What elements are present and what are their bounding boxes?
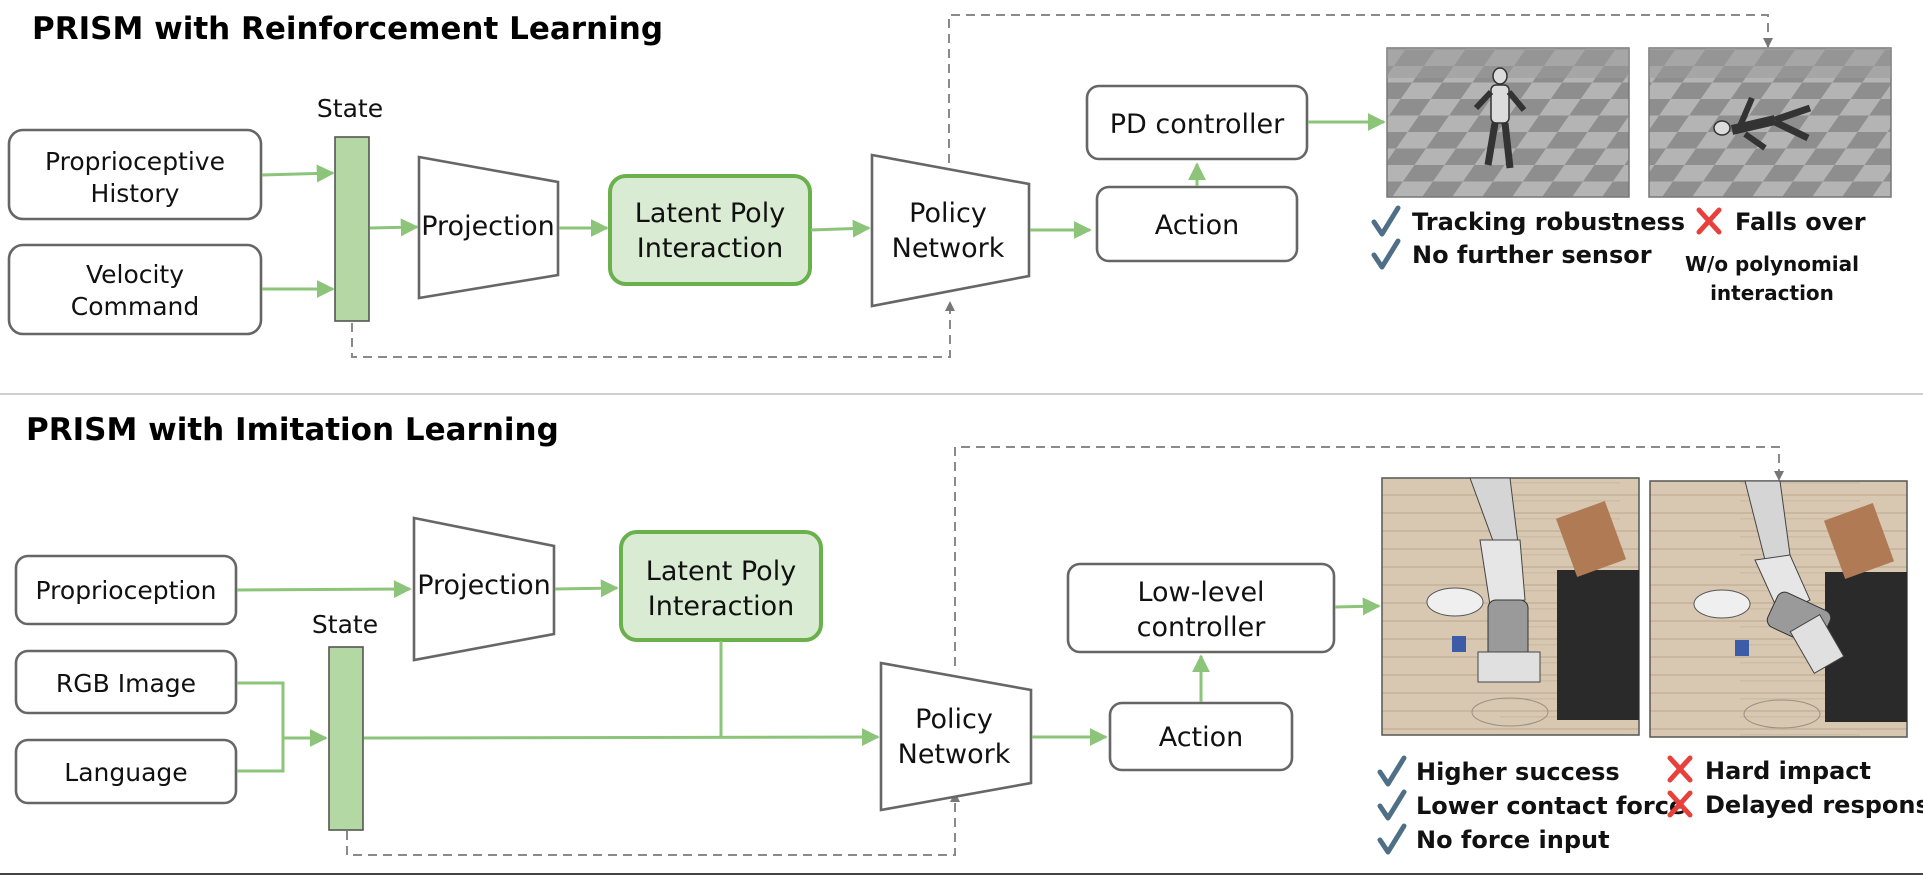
il-arrow-controller-sim (1334, 597, 1381, 616)
il-pro-3-text: No force input (1416, 826, 1610, 854)
rl-latent-poly-interaction (608, 174, 812, 286)
il-input-2: RGB Image (56, 669, 196, 698)
rl-pro-2: No further sensor (1371, 238, 1652, 270)
il-input-1: Proprioception (36, 576, 217, 605)
il-dashed-feedback-top (954, 446, 1784, 666)
check-icon (1377, 755, 1407, 787)
il-policy-network-block (879, 661, 1033, 812)
rl-input-proprioceptive-history (7, 128, 263, 221)
il-con-1-text: Hard impact (1705, 757, 1871, 785)
rl-arrow-poly-policy (810, 219, 871, 238)
rl-input-2-line2: Command (71, 292, 200, 321)
il-pro-2: Lower contact force (1377, 789, 1685, 821)
il-low-level-controller (1066, 562, 1336, 654)
rl-title: PRISM with Reinforcement Learning (32, 11, 663, 47)
il-arrow-projection-poly (554, 579, 619, 598)
il-input-proprioception (14, 554, 238, 626)
rl-policy-line2: Network (892, 233, 1005, 264)
il-state-bar (328, 646, 364, 831)
check-icon (1371, 238, 1401, 270)
il-con-1: Hard impact (1667, 755, 1871, 785)
il-input-language (14, 738, 238, 805)
humanoid-sim-image-success (1386, 47, 1630, 198)
rl-action-label: Action (1155, 210, 1240, 241)
rl-dashed-feedback-top (948, 14, 1773, 163)
il-pro-3: No force input (1377, 823, 1610, 855)
il-projection-block (412, 516, 556, 662)
il-action-box (1108, 701, 1294, 772)
rl-pd-controller-label: PD controller (1110, 109, 1285, 140)
cross-icon (1696, 207, 1722, 235)
check-icon (1371, 205, 1401, 237)
cross-icon (1667, 755, 1693, 783)
il-poly-line1: Latent Poly (646, 556, 796, 587)
il-policy-line2: Network (898, 739, 1011, 770)
il-dashed-feedback-bottom (346, 792, 960, 856)
il-arrow-state-policy (363, 728, 880, 747)
il-pro-2-text: Lower contact force (1416, 792, 1685, 820)
il-state-label: State (312, 610, 378, 639)
rl-pro-1-text: Tracking robustness (1412, 208, 1685, 236)
rl-pro-2-text: No further sensor (1412, 241, 1652, 269)
rl-pd-controller (1085, 84, 1309, 161)
il-title: PRISM with Imitation Learning (26, 412, 559, 448)
rl-pro-1: Tracking robustness (1371, 205, 1685, 237)
rl-input-velocity-command (7, 243, 263, 336)
il-bracket-rgb-language (237, 681, 285, 773)
rl-arrow-input1-state (261, 164, 335, 183)
rl-dashed-feedback-bottom (351, 301, 955, 358)
robot-arm-sim-image-failure (1649, 480, 1908, 738)
il-controller-line2: controller (1137, 612, 1267, 643)
rl-state-label: State (317, 94, 383, 123)
rl-ablation-line2: interaction (1710, 281, 1834, 305)
rl-con-1-text: Falls over (1735, 208, 1866, 236)
rl-policy-network-block (870, 153, 1031, 308)
rl-projection-block (417, 155, 560, 300)
humanoid-sim-image-fall (1648, 47, 1892, 198)
il-policy-line1: Policy (915, 704, 993, 735)
robot-arm-sim-image-success (1381, 477, 1640, 736)
rl-input-1-line2: History (91, 179, 180, 208)
il-latent-poly-interaction (619, 530, 823, 642)
rl-poly-line2: Interaction (637, 233, 783, 264)
il-action-label: Action (1159, 722, 1244, 753)
rl-con-1: Falls over (1696, 207, 1866, 236)
rl-action-box (1095, 185, 1299, 263)
rl-state-bar (334, 136, 370, 322)
rl-ablation-line1: W/o polynomial (1685, 252, 1859, 276)
il-arrow-proprio-projection (236, 580, 412, 599)
rl-input-2-line1: Velocity (86, 260, 184, 289)
il-pro-1-text: Higher success (1416, 758, 1620, 786)
rl-projection-label: Projection (421, 211, 555, 242)
il-projection-label: Projection (417, 570, 551, 601)
rl-policy-line1: Policy (909, 198, 987, 229)
il-controller-line1: Low-level (1137, 577, 1264, 608)
il-input-rgb-image (14, 649, 238, 715)
il-poly-line2: Interaction (648, 591, 794, 622)
rl-arrow-state-projection (369, 218, 419, 237)
cross-icon (1667, 790, 1693, 818)
il-input-3: Language (64, 758, 187, 787)
il-con-2: Delayed response (1667, 790, 1923, 819)
rl-poly-line1: Latent Poly (635, 198, 785, 229)
check-icon (1377, 823, 1407, 855)
check-icon (1377, 789, 1407, 821)
il-con-2-text: Delayed response (1705, 791, 1923, 819)
il-pro-1: Higher success (1377, 755, 1620, 787)
rl-input-1-line1: Proprioceptive (45, 147, 225, 176)
